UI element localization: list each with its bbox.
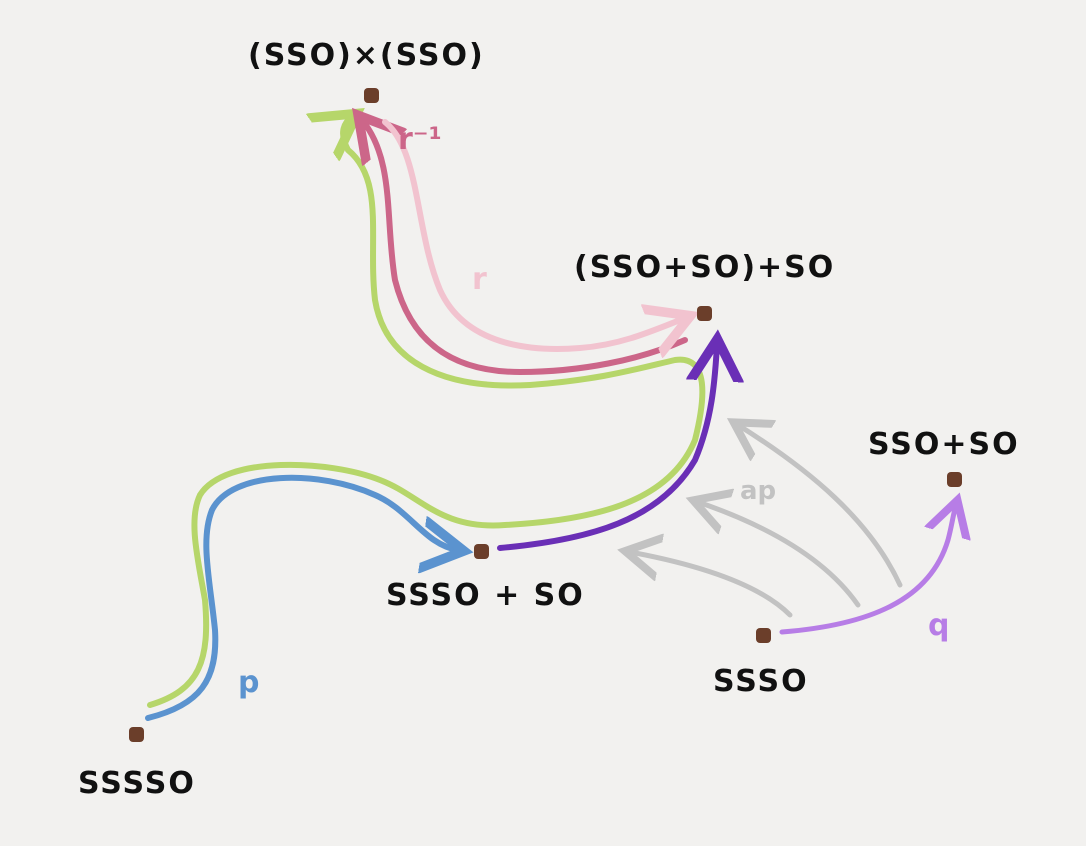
ap-path-3 — [738, 425, 903, 588]
node-dot-sso-times-sso — [364, 88, 379, 103]
node-label-sso-plus-so: SSO+SO — [868, 427, 1020, 462]
r-inverse-path — [362, 120, 688, 376]
node-dot-sssso — [129, 727, 144, 742]
p-path — [145, 474, 458, 721]
node-label-ssso: SSSO — [713, 664, 809, 699]
composite-green-path — [147, 117, 706, 708]
path-label-r: r — [472, 262, 487, 297]
ap-q-path — [497, 345, 717, 551]
path-label-r-inverse: r⁻¹ — [398, 122, 442, 157]
path-label-p: p — [238, 665, 260, 700]
node-label-sso-times-sso: (SSO)×(SSO) — [248, 38, 485, 73]
node-dot-sso-plus-so — [947, 472, 962, 487]
r-path — [382, 119, 685, 349]
node-label-sssso: SSSSO — [78, 766, 196, 801]
ap-path-2 — [698, 502, 861, 608]
node-dot-sso-plus-so-plus-so — [697, 306, 712, 321]
node-label-ssso-plus-so: SSSO + SO — [386, 578, 585, 613]
node-dot-ssso-plus-so — [474, 544, 489, 559]
node-dot-ssso — [756, 628, 771, 643]
node-label-sso-plus-so-plus-so: (SSO+SO)+SO — [574, 250, 836, 285]
q-path — [779, 505, 956, 635]
path-label-q: q — [928, 608, 950, 643]
path-label-ap: ap — [740, 476, 777, 506]
ap-path-1 — [630, 552, 793, 618]
